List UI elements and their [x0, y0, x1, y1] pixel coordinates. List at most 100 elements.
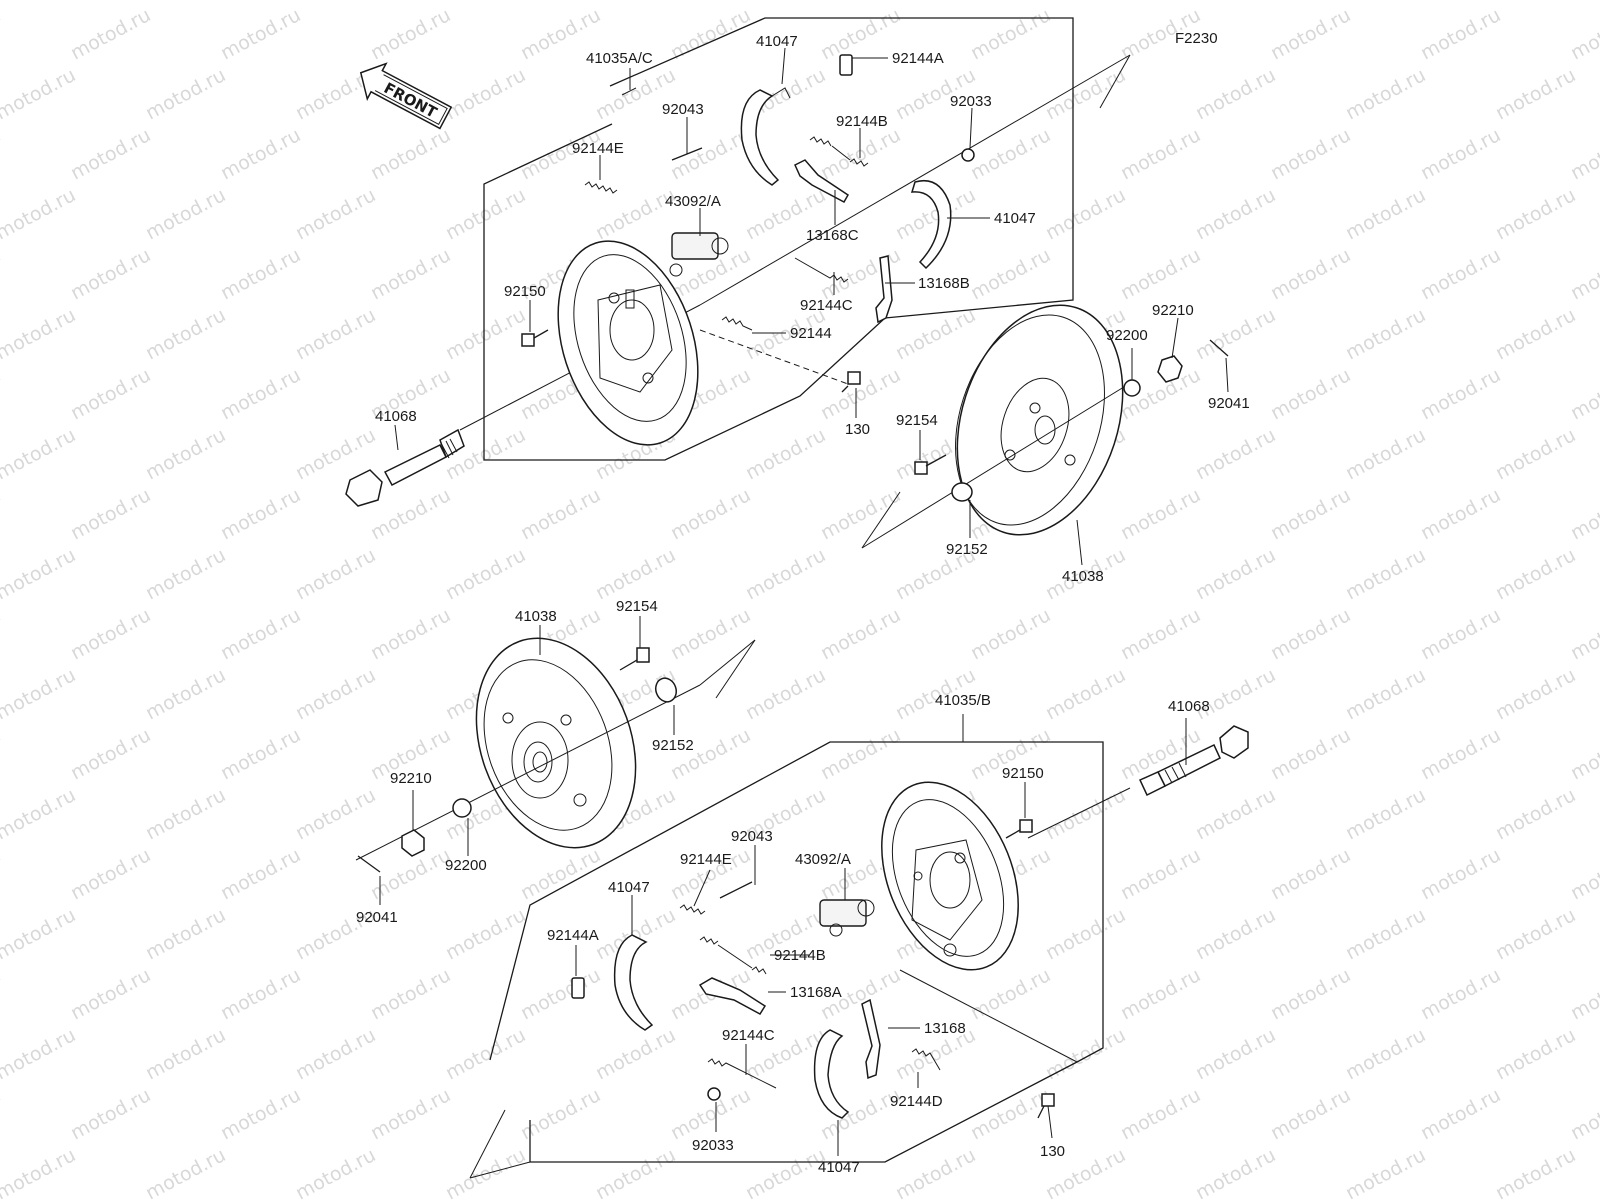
lower-label-shoe-bottom: 41047: [818, 1159, 860, 1176]
watermark-text: motod.ru: [1342, 424, 1429, 484]
watermark-text: motod.ru: [67, 604, 154, 664]
upper-label-clip: 92144A: [892, 50, 944, 67]
lower-label-ring: 92033: [692, 1137, 734, 1154]
watermark-text: motod.ru: [1117, 844, 1204, 904]
watermark-text: motod.ru: [1267, 484, 1354, 544]
watermark-text: motod.ru: [442, 1144, 529, 1200]
watermark-text: motod.ru: [217, 844, 304, 904]
watermark-text: motod.ru: [1342, 64, 1429, 124]
upper-stud: [914, 454, 947, 475]
watermark-text: motod.ru: [1117, 484, 1204, 544]
watermark-text: motod.ru: [742, 664, 829, 724]
watermark-text: motod.ru: [1117, 964, 1204, 1024]
watermark-text: motod.ru: [1492, 1024, 1579, 1084]
watermark-text: motod.ru: [1267, 604, 1354, 664]
watermark-text: motod.ru: [1042, 664, 1129, 724]
upper-drum: [955, 304, 1124, 536]
lower-clip: [571, 977, 585, 999]
upper-label-cylinder: 43092/A: [665, 193, 721, 210]
watermark-text: motod.ru: [1492, 304, 1579, 364]
upper-spring: [721, 316, 753, 331]
upper-label-ring: 92033: [950, 93, 992, 110]
lower-stud: [619, 647, 650, 671]
upper-spring-e: [584, 181, 618, 194]
watermark-text: motod.ru: [592, 544, 679, 604]
upper-label-screw: 130: [845, 421, 870, 438]
watermark-text: motod.ru: [0, 1144, 79, 1200]
watermark-text: motod.ru: [442, 904, 529, 964]
lower-backing-plate: [881, 781, 1019, 971]
watermark-text: motod.ru: [742, 424, 829, 484]
watermark-text: motod.ru: [667, 604, 754, 664]
watermark-text: motod.ru: [967, 4, 1054, 64]
watermark-text: motod.ru: [1567, 484, 1600, 544]
watermark-text: motod.ru: [667, 484, 754, 544]
lower-label-spring-d: 92144D: [890, 1093, 943, 1110]
watermark-text: motod.ru: [1042, 64, 1129, 124]
watermark-text: motod.ru: [217, 1084, 304, 1144]
watermark-text: motod.ru: [0, 664, 79, 724]
lower-label-stud: 92154: [616, 598, 658, 615]
lower-label-cylinder: 43092/A: [795, 851, 851, 868]
watermark-text: motod.ru: [142, 1024, 229, 1084]
watermark-text: motod.ru: [1267, 964, 1354, 1024]
upper-label-seal: 92152: [946, 541, 988, 558]
watermark-text: motod.ru: [142, 664, 229, 724]
lower-washer: [452, 798, 472, 818]
watermark-text: motod.ru: [292, 184, 379, 244]
watermark-text: motod.ru: [142, 784, 229, 844]
watermark-text: motod.ru: [0, 304, 79, 364]
watermark-text: motod.ru: [1567, 604, 1600, 664]
watermark-text: motod.ru: [1492, 0, 1579, 4]
upper-shoe-right: [910, 180, 952, 270]
upper-label-bolt: 92150: [504, 283, 546, 300]
watermark-text: motod.ru: [142, 64, 229, 124]
watermark-text: motod.ru: [367, 604, 454, 664]
upper-label-axle: 41068: [375, 408, 417, 425]
watermark-text: motod.ru: [292, 0, 379, 4]
watermark-text: motod.ru: [967, 244, 1054, 304]
watermark-text: motod.ru: [217, 484, 304, 544]
watermark-text: motod.ru: [1192, 424, 1279, 484]
watermark-text: motod.ru: [0, 484, 4, 544]
watermark-text: motod.ru: [517, 844, 604, 904]
upper-backing-plate: [557, 240, 699, 446]
lower-wheel-cylinder: [819, 899, 875, 937]
upper-label-shoe-right: 41047: [994, 210, 1036, 227]
watermark-text: motod.ru: [817, 484, 904, 544]
upper-label-lever-b: 13168B: [918, 275, 970, 292]
watermark-text: motod.ru: [967, 1084, 1054, 1144]
upper-wheel-cylinder: [669, 232, 729, 277]
watermark-text: motod.ru: [292, 784, 379, 844]
watermark-text: motod.ru: [142, 184, 229, 244]
watermark-text: motod.ru: [0, 604, 4, 664]
watermark-text: motod.ru: [1267, 724, 1354, 784]
watermark-text: motod.ru: [142, 304, 229, 364]
watermark-text: motod.ru: [442, 64, 529, 124]
watermark-text: motod.ru: [1492, 424, 1579, 484]
watermark-text: motod.ru: [817, 124, 904, 184]
lower-spring-d: [911, 1048, 941, 1071]
lower-label-drum: 41038: [515, 608, 557, 625]
watermark-text: motod.ru: [67, 244, 154, 304]
watermark-text: motod.ru: [742, 1144, 829, 1200]
watermark-text: motod.ru: [0, 904, 79, 964]
lower-bolt: [1005, 819, 1033, 839]
watermark-text: motod.ru: [142, 544, 229, 604]
lower-label-pin: 92043: [731, 828, 773, 845]
watermark-text: motod.ru: [67, 964, 154, 1024]
watermark-text: motod.ru: [817, 604, 904, 664]
lower-drum: [475, 637, 637, 849]
watermark-text: motod.ru: [1267, 844, 1354, 904]
watermark-text: motod.ru: [217, 4, 304, 64]
lower-label-spring-c: 92144C: [722, 1027, 775, 1044]
lower-label-shoe-left: 41047: [608, 879, 650, 896]
watermark-text: motod.ru: [1567, 1084, 1600, 1144]
upper-screw: [699, 329, 861, 393]
watermark-text: motod.ru: [1192, 544, 1279, 604]
lower-seal: [654, 677, 678, 703]
watermark-text: motod.ru: [667, 724, 754, 784]
lower-label-nut: 92210: [390, 770, 432, 787]
watermark-text: motod.ru: [0, 424, 79, 484]
